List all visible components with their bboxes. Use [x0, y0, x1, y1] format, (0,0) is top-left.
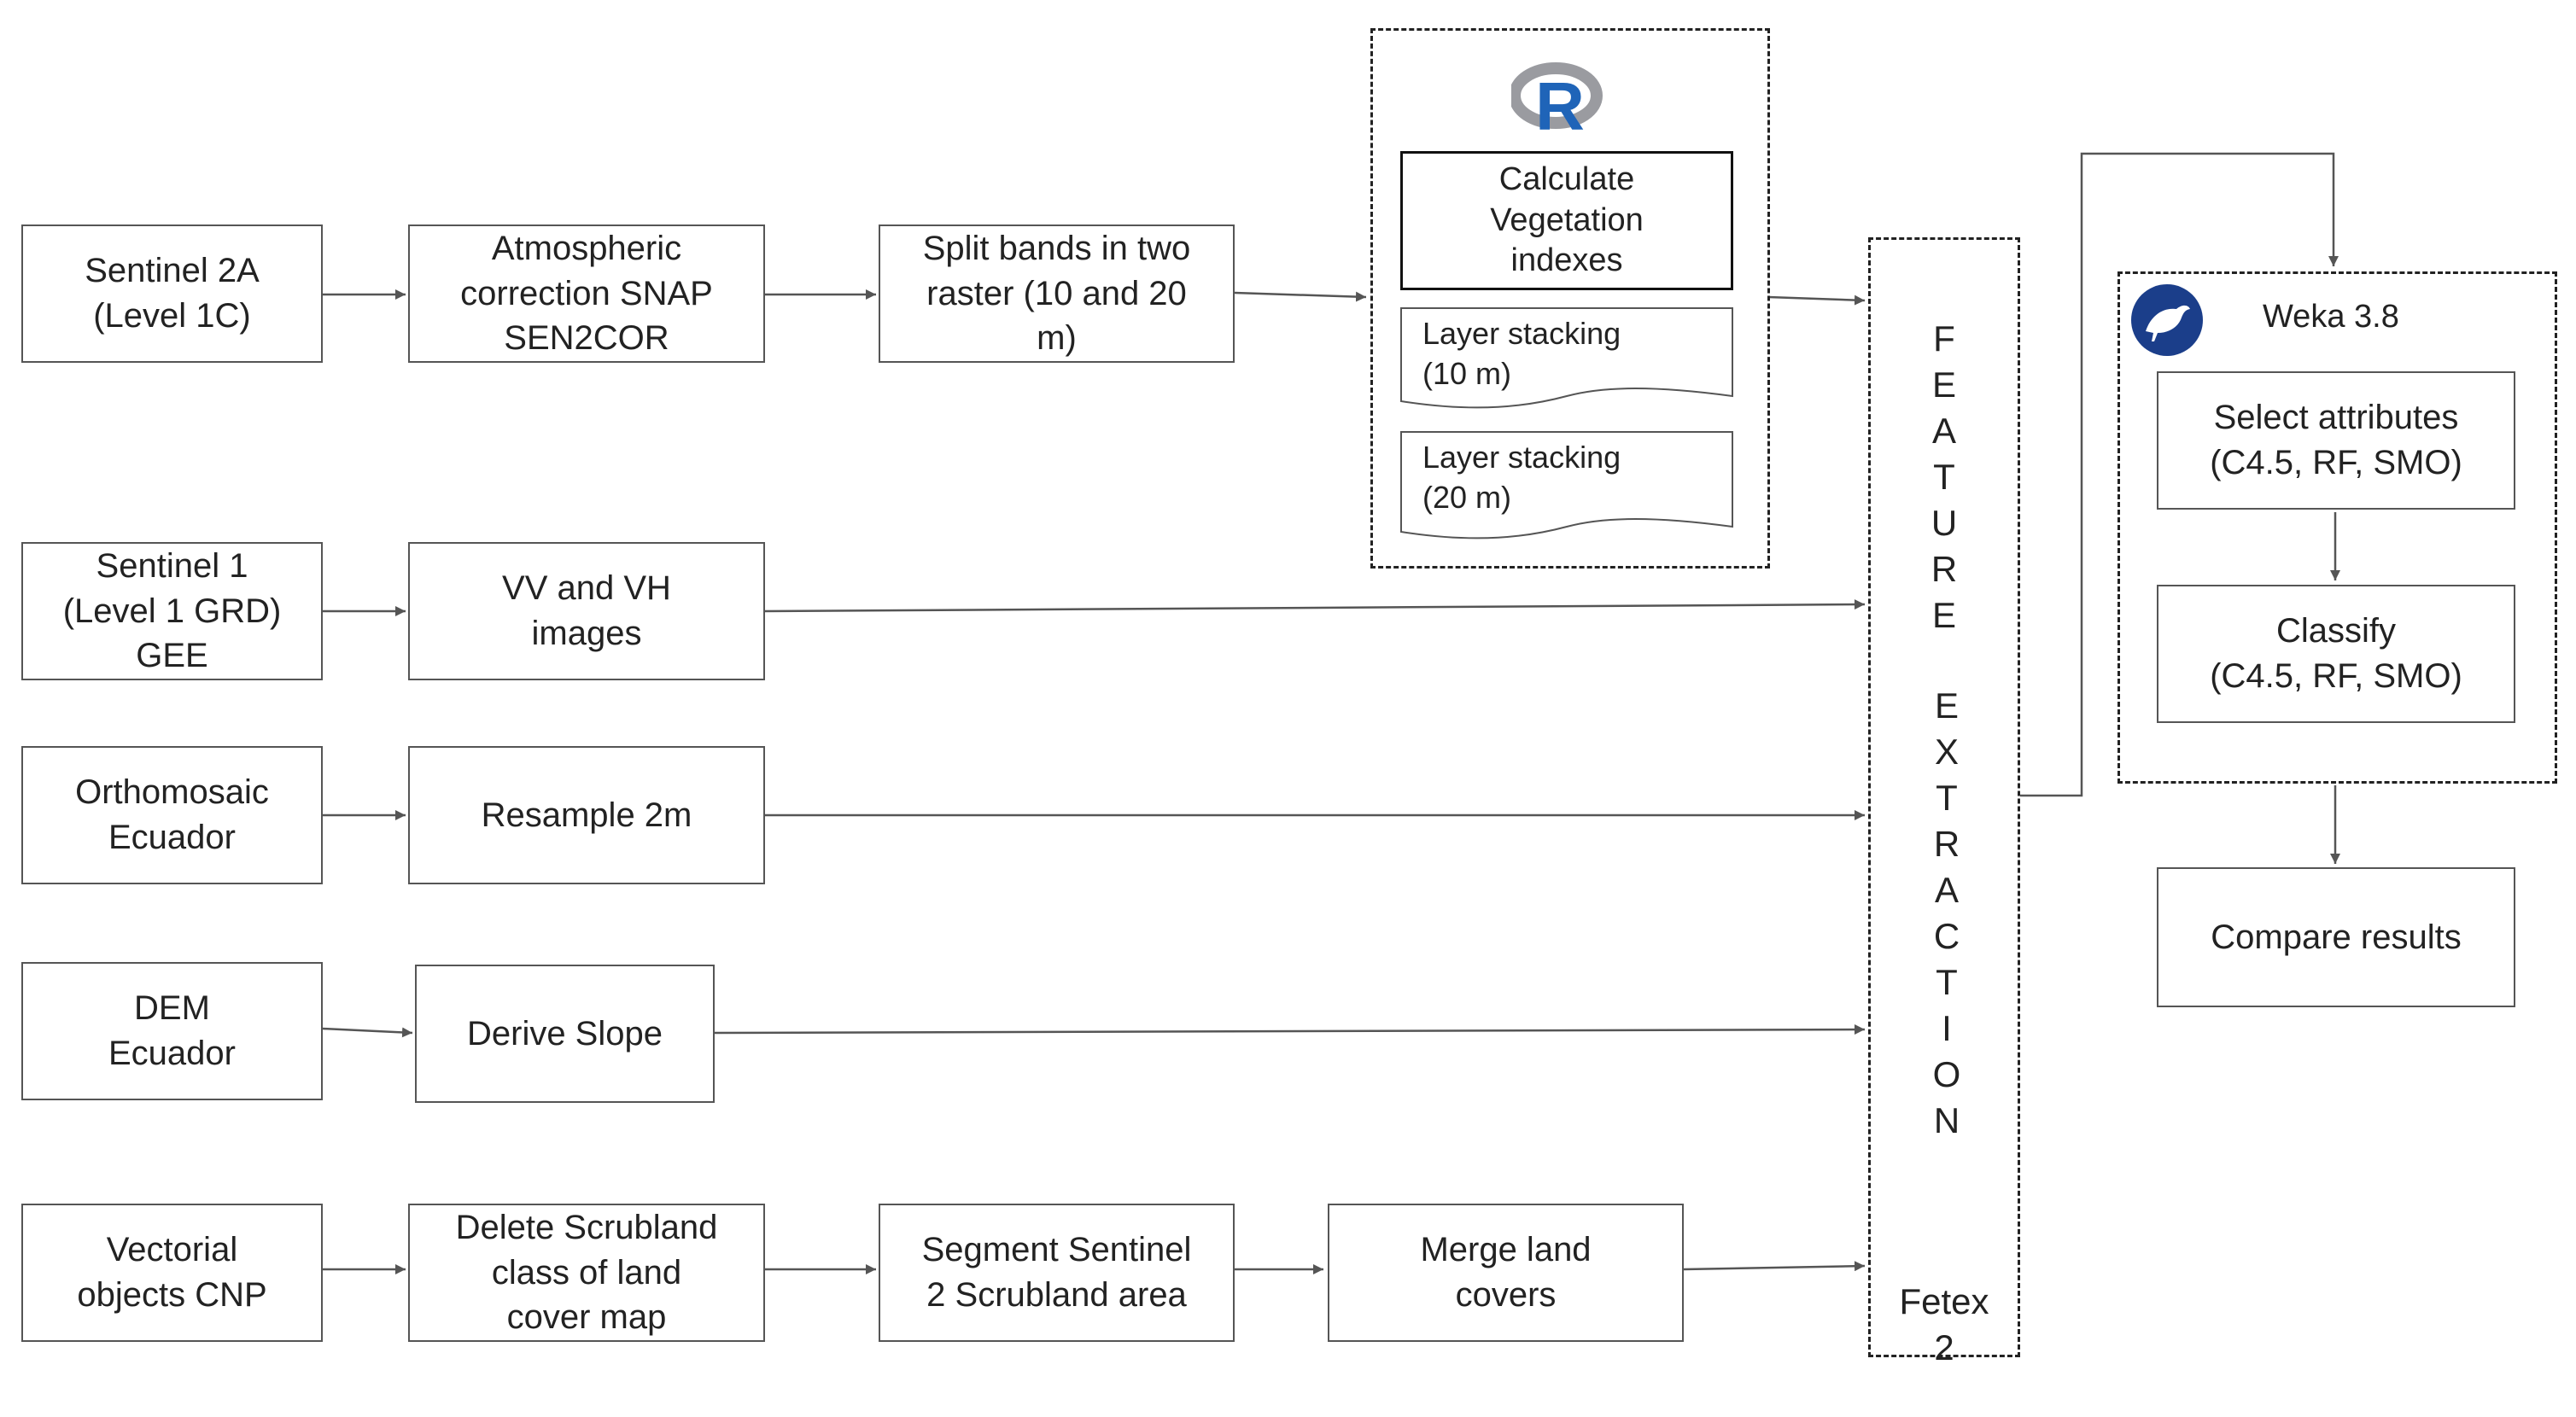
- delete-line-2: class of land: [491, 1253, 682, 1292]
- vect-line-2: objects CNP: [77, 1276, 267, 1314]
- stack10-line-2: (10 m): [1422, 355, 1512, 391]
- arrow-dem-slope: [322, 1027, 413, 1038]
- select-attributes-box: Select attributes (C4.5, RF, SMO): [2157, 371, 2515, 510]
- fetex-label: Fetex 2: [1868, 1187, 2020, 1417]
- segment-line-1: Segment Sentinel: [921, 1231, 1192, 1269]
- arrow-r-feature: [1767, 294, 1866, 306]
- dem-line-1: DEM: [134, 989, 210, 1028]
- segment-sentinel-box: Segment Sentinel 2 Scrubland area: [879, 1204, 1235, 1342]
- split-bands-box: Split bands in two raster (10 and 20 m): [879, 225, 1235, 363]
- split-line-1: Split bands in two: [922, 229, 1191, 267]
- vectorial-objects-box: Vectorial objects CNP: [21, 1204, 323, 1342]
- resample-box: Resample 2m: [408, 746, 765, 884]
- segment-line-2: 2 Scrubland area: [926, 1276, 1187, 1314]
- ortho-line-1: Orthomosaic: [75, 773, 269, 812]
- atmospheric-line-3: SEN2COR: [504, 319, 669, 358]
- s1-line-1: Sentinel 1: [96, 546, 248, 585]
- merge-line-1: Merge land: [1420, 1231, 1592, 1269]
- classify-box: Classify (C4.5, RF, SMO): [2157, 585, 2515, 723]
- feature-extraction-box: [1868, 237, 2020, 1357]
- delete-line-1: Delete Scrubland: [455, 1208, 718, 1246]
- s1-line-3: GEE: [136, 637, 208, 675]
- sentinel-2a-box: Sentinel 2A (Level 1C): [21, 225, 323, 363]
- derive-slope-box: Derive Slope: [415, 965, 715, 1103]
- calc-line-2: Vegetation: [1490, 201, 1644, 238]
- delete-line-3: cover map: [506, 1298, 667, 1337]
- arrow-slope-feature: [714, 1024, 1866, 1035]
- compare-label: Compare results: [2211, 918, 2462, 956]
- select-line-1: Select attributes: [2213, 399, 2459, 437]
- calc-line-1: Calculate: [1498, 161, 1635, 198]
- sentinel-2a-label: Sentinel 2A: [85, 252, 260, 290]
- weka-version-label: Weka 3.8: [2263, 299, 2399, 335]
- layer-stacking-20m-doc: Layer stacking (20 m): [1400, 431, 1733, 542]
- sentinel-2a-level: (Level 1C): [93, 297, 251, 335]
- classify-line-1: Classify: [2275, 612, 2397, 650]
- stack20-line-1: Layer stacking: [1422, 440, 1621, 475]
- vect-line-1: Vectorial: [106, 1231, 238, 1269]
- arrow-split-r: [1234, 291, 1367, 302]
- atmospheric-line-2: correction SNAP: [460, 274, 713, 312]
- calc-line-3: indexes: [1510, 242, 1623, 279]
- r-processing-group: [1370, 28, 1770, 569]
- fetex-line-2: 2: [1934, 1327, 1954, 1367]
- connectors: [322, 152, 2340, 1274]
- stack10-line-1: Layer stacking: [1422, 316, 1621, 351]
- slope-label: Derive Slope: [466, 1014, 663, 1053]
- split-line-2: raster (10 and 20: [926, 274, 1187, 312]
- classify-line-2: (C4.5, RF, SMO): [2210, 657, 2462, 695]
- merge-land-covers-box: Merge land covers: [1328, 1204, 1684, 1342]
- layer-stacking-10m-doc: Layer stacking (10 m): [1400, 307, 1733, 410]
- feature-vertical-label: F E A T U R E: [1931, 318, 1958, 635]
- vv-vh-images-box: VV and VH images: [408, 542, 765, 680]
- fetex-line-1: Fetex: [1899, 1281, 1989, 1321]
- arrow-vv-feature: [764, 599, 1866, 613]
- atmospheric-line-1: Atmospheric: [491, 229, 682, 267]
- arrow-merge-feature: [1683, 1261, 1866, 1272]
- vv-line-2: images: [531, 615, 642, 652]
- r-logo-letter: R: [1535, 68, 1585, 135]
- dem-box: DEM Ecuador: [21, 962, 323, 1100]
- delete-scrubland-box: Delete Scrubland class of land cover map: [408, 1204, 765, 1342]
- split-line-3: m): [1037, 319, 1077, 358]
- arrow-feature-weka: [2020, 152, 2339, 797]
- r-logo-icon: R: [1511, 62, 1603, 135]
- compare-results-box: Compare results: [2157, 867, 2515, 1007]
- ortho-line-2: Ecuador: [108, 819, 236, 856]
- weka-group: [2117, 271, 2557, 784]
- sentinel-1-box: Sentinel 1 (Level 1 GRD) GEE: [21, 542, 323, 680]
- stack20-line-2: (20 m): [1422, 479, 1512, 515]
- select-line-2: (C4.5, RF, SMO): [2210, 444, 2462, 481]
- resample-label: Resample 2m: [481, 796, 692, 834]
- merge-line-2: covers: [1455, 1276, 1557, 1314]
- atmospheric-correction-box: Atmospheric correction SNAP SEN2COR: [408, 225, 765, 363]
- vv-line-1: VV and VH: [502, 569, 671, 608]
- s1-line-2: (Level 1 GRD): [62, 592, 282, 630]
- weka-logo-icon: [2131, 284, 2203, 356]
- extraction-vertical-label: E X T R A C T I O N: [1932, 685, 1961, 1140]
- dem-line-2: Ecuador: [108, 1035, 236, 1072]
